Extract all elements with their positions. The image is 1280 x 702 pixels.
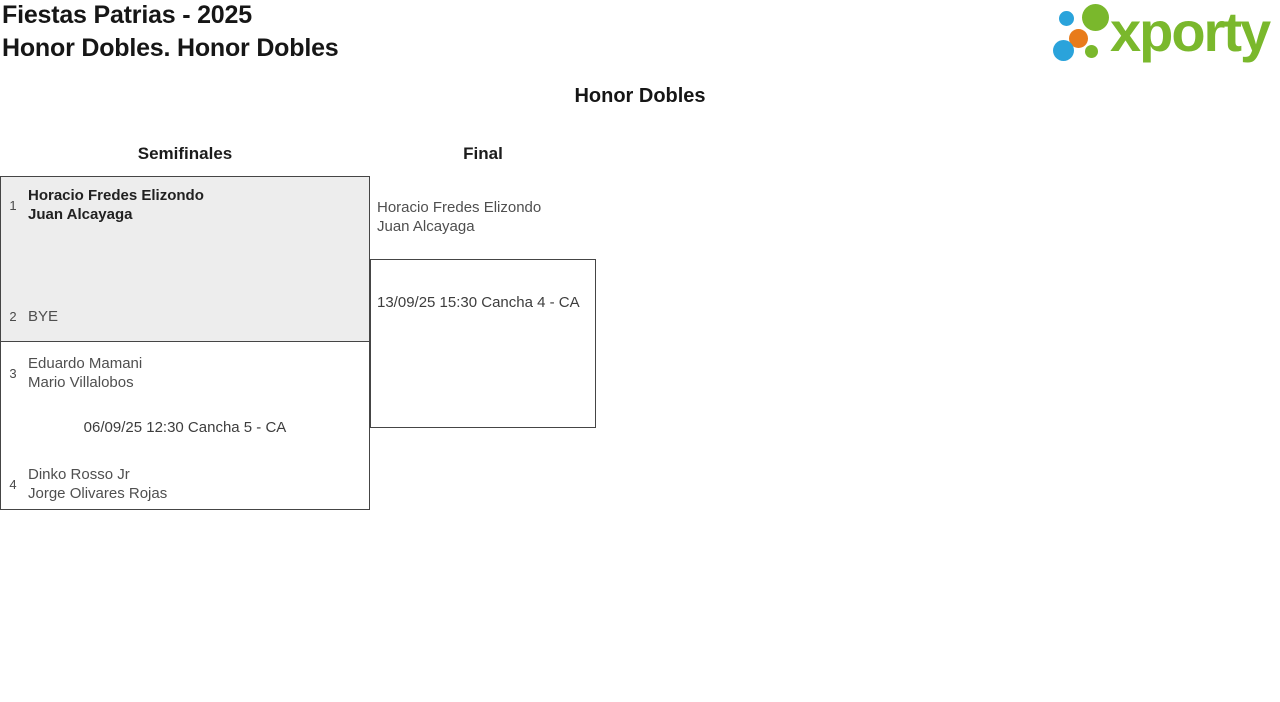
xporty-logo[interactable]: xporty (1048, 0, 1280, 70)
team-slot-seed-3[interactable]: 3 Eduardo Mamani Mario Villalobos (1, 354, 142, 392)
final-match-schedule: 13/09/25 15:30 Cancha 4 - CA (377, 294, 580, 311)
team-slot-seed-4[interactable]: 4 Dinko Rosso Jr Jorge Olivares Rojas (1, 465, 167, 503)
semifinal-1-match[interactable]: 1 Horacio Fredes Elizondo Juan Alcayaga … (0, 176, 370, 342)
final-advancing-team[interactable]: Horacio Fredes Elizondo Juan Alcayaga (377, 198, 541, 236)
seed-number: 2 (9, 309, 17, 324)
tournament-title: Fiestas Patrias - 2025 (2, 1, 252, 29)
bracket-title: Honor Dobles (574, 85, 706, 107)
match-schedule: 06/09/25 12:30 Cancha 5 - CA (83, 419, 287, 436)
category-title: Honor Dobles. Honor Dobles (2, 34, 339, 62)
team-slot-seed-1[interactable]: 1 Horacio Fredes Elizondo Juan Alcayaga (1, 186, 204, 224)
semifinal-2-match[interactable]: 3 Eduardo Mamani Mario Villalobos 06/09/… (0, 341, 370, 510)
team-names: BYE (25, 307, 58, 326)
player-name: Jorge Olivares Rojas (28, 485, 168, 502)
page-title: Fiestas Patrias - 2025 Honor Dobles. Hon… (2, 0, 339, 65)
logo-wordmark: xporty (1110, 0, 1271, 63)
player-name: BYE (28, 308, 59, 325)
player-name: Juan Alcayaga (28, 206, 133, 223)
round-header-semifinales: Semifinales (137, 144, 233, 163)
final-match[interactable]: 13/09/25 15:30 Cancha 4 - CA (370, 259, 596, 428)
team-names: Dinko Rosso Jr Jorge Olivares Rojas (25, 465, 167, 503)
logo-dot-orange-icon (1069, 29, 1088, 48)
player-name: Mario Villalobos (28, 374, 134, 391)
logo-dot-green-small-icon (1085, 45, 1098, 58)
player-name: Horacio Fredes Elizondo (377, 199, 542, 216)
logo-dot-blue-small-icon (1059, 11, 1074, 26)
logo-dot-blue-large-icon (1053, 40, 1074, 61)
player-name: Dinko Rosso Jr (28, 466, 130, 483)
team-names: Horacio Fredes Elizondo Juan Alcayaga (25, 186, 204, 224)
seed-number: 1 (9, 197, 17, 213)
seed-number: 4 (9, 476, 17, 492)
logo-dot-green-large-icon (1082, 4, 1109, 31)
team-slot-seed-2[interactable]: 2 BYE (1, 307, 58, 326)
round-header-final: Final (463, 144, 503, 163)
player-name: Juan Alcayaga (377, 218, 475, 235)
seed-number: 3 (9, 365, 17, 381)
team-names: Eduardo Mamani Mario Villalobos (25, 354, 142, 392)
player-name: Horacio Fredes Elizondo (28, 187, 204, 204)
player-name: Eduardo Mamani (28, 355, 143, 372)
